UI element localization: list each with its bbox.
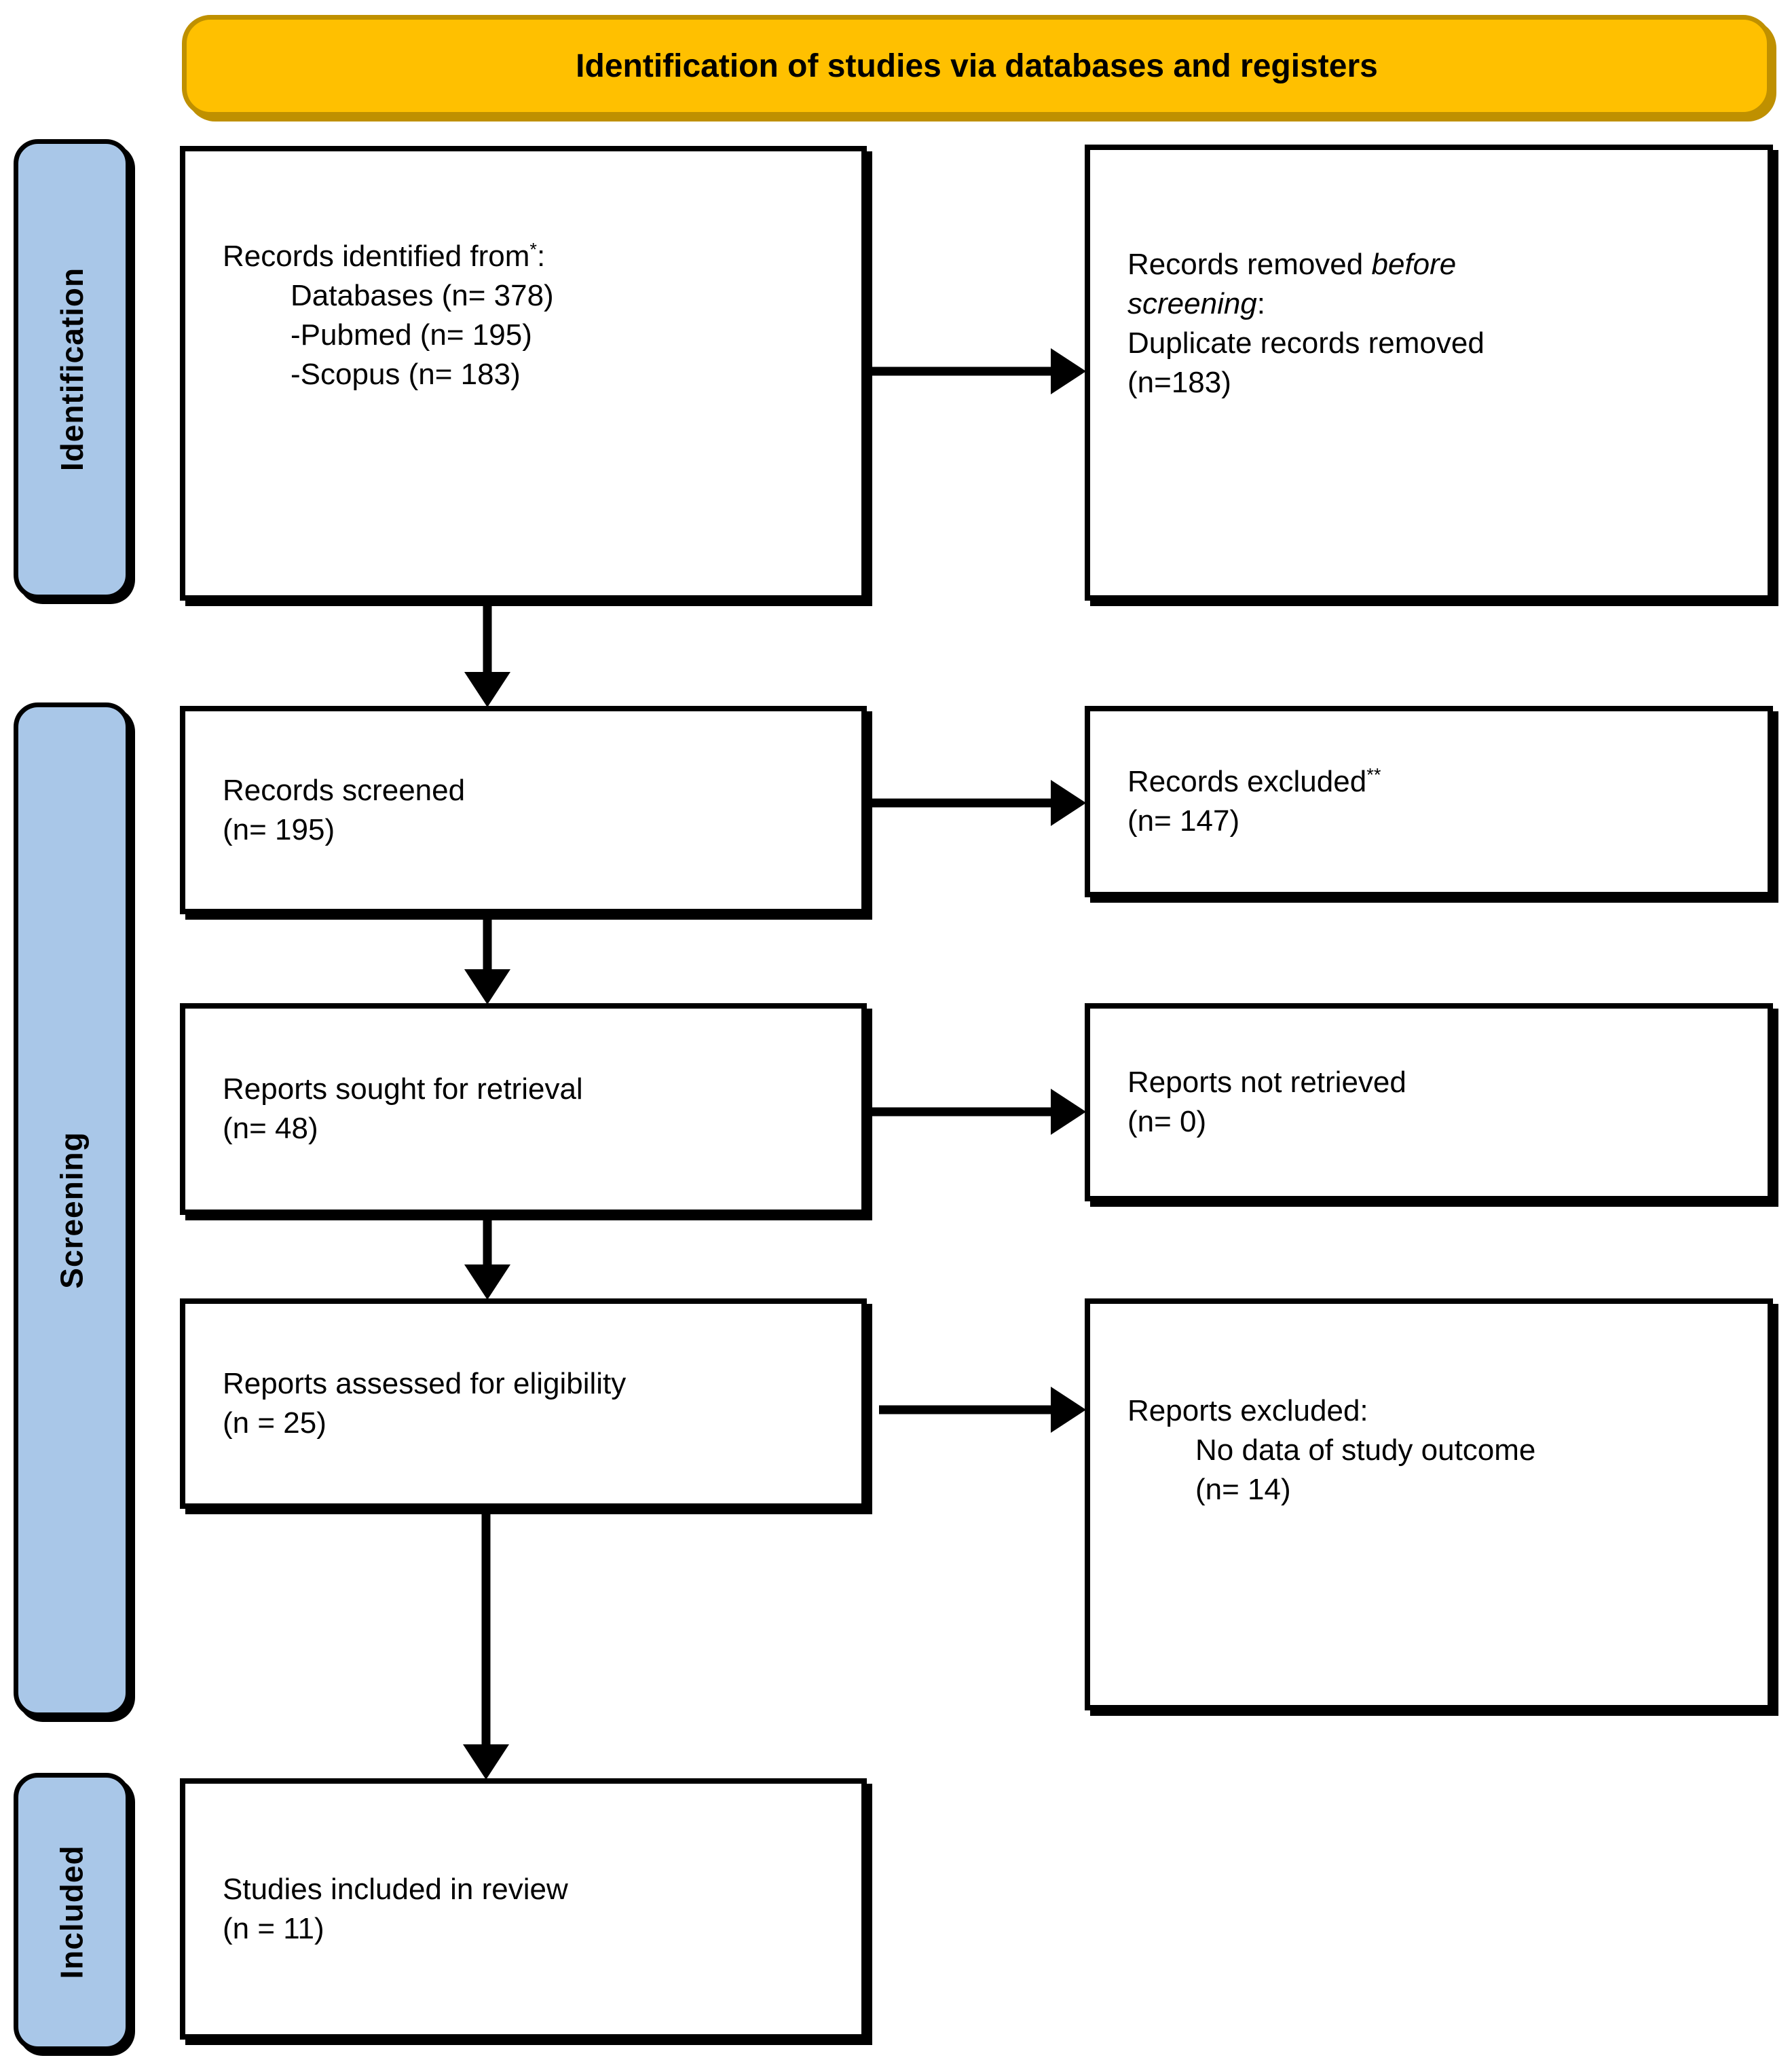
stage-label-screening: Screening <box>54 1131 90 1289</box>
stage-band-included: Included <box>14 1773 130 2051</box>
box-reports-not-retrieved: Reports not retrieved (n= 0) <box>1085 1003 1773 1201</box>
arrow-screened-to-excluded <box>867 780 1086 826</box>
arrow-assessed-to-included <box>463 1510 509 1780</box>
box-line: Reports not retrieved <box>1127 1066 1406 1099</box>
box-line: (n=183) <box>1127 365 1231 399</box>
box-line: -Scopus (n= 183) <box>291 358 521 391</box>
diagram-title: Identification of studies via databases … <box>576 48 1378 84</box>
arrow-sought-to-assessed <box>464 1216 510 1300</box>
box-line: Records excluded** <box>1127 764 1381 798</box>
box-line: (n = 25) <box>223 1406 326 1440</box>
footnote-marker: * <box>529 238 538 260</box>
arrow-assessed-to-reports-excluded <box>879 1387 1086 1433</box>
box-line: Studies included in review <box>223 1872 568 1906</box>
box-records-excluded: Records excluded** (n= 147) <box>1085 706 1773 897</box>
box-line: Reports excluded: <box>1127 1393 1368 1427</box>
box-line: (n= 14) <box>1195 1472 1291 1506</box>
box-reports-excluded: Reports excluded: No data of study outco… <box>1085 1298 1773 1710</box>
box-line: (n= 147) <box>1127 804 1240 838</box>
box-line: Duplicate records removed <box>1127 326 1485 360</box>
box-reports-sought: Reports sought for retrieval (n= 48) <box>180 1003 867 1215</box>
box-line: No data of study outcome <box>1195 1433 1536 1467</box>
box-studies-included: Studies included in review (n = 11) <box>180 1778 867 2040</box>
stage-band-identification: Identification <box>14 139 130 599</box>
box-line: Databases (n= 378) <box>291 279 554 312</box>
box-line: screening: <box>1127 286 1266 320</box>
arrow-sought-to-not-retrieved <box>867 1089 1086 1135</box>
box-line: (n= 0) <box>1127 1105 1207 1138</box>
arrow-identified-to-removed <box>867 348 1086 394</box>
box-line: (n= 48) <box>223 1112 318 1145</box>
arrow-identified-to-screened <box>464 601 510 707</box>
box-line: (n= 195) <box>223 812 335 846</box>
box-line: Reports sought for retrieval <box>223 1072 583 1106</box>
stage-label-identification: Identification <box>54 267 90 472</box>
footnote-marker: ** <box>1366 764 1381 785</box>
box-records-identified: Records identified from*: Databases (n= … <box>180 146 867 601</box>
box-line: Records removed before <box>1127 247 1457 281</box>
box-line: Reports assessed for eligibility <box>223 1367 627 1400</box>
box-reports-assessed: Reports assessed for eligibility (n = 25… <box>180 1298 867 1509</box>
box-line: -Pubmed (n= 195) <box>291 318 532 352</box>
stage-band-screening: Screening <box>14 702 130 1717</box>
arrow-screened-to-sought <box>464 914 510 1005</box>
box-line: Records screened <box>223 773 466 807</box>
box-records-screened: Records screened (n= 195) <box>180 706 867 914</box>
box-line: (n = 11) <box>223 1911 324 1945</box>
box-line: Records identified from*: <box>223 238 546 273</box>
box-records-removed: Records removed before screening: Duplic… <box>1085 145 1773 601</box>
title-banner: Identification of studies via databases … <box>182 15 1772 117</box>
stage-label-included: Included <box>54 1845 90 1979</box>
